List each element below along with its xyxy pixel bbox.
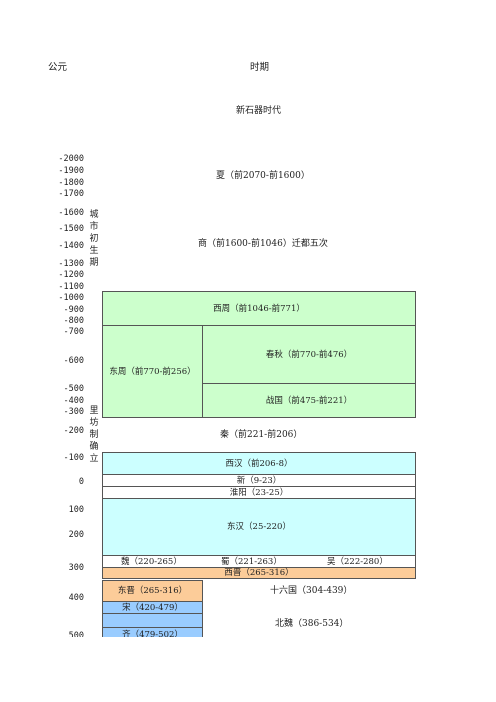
western-han-cell: 西汉（前206-8）: [102, 452, 416, 475]
year-label: -300: [63, 407, 84, 417]
period-column-header: 时期: [250, 62, 270, 73]
year-label: -900: [63, 305, 84, 315]
eastern-han-cell: 东汉（25-220）: [102, 498, 416, 556]
year-label: -200: [63, 426, 84, 436]
western-jin-cell: 西晋（265-316）: [102, 567, 416, 579]
wu-label: 吴（222-280）: [327, 556, 388, 567]
page-bottom-margin: [0, 637, 496, 702]
warring-states-cell: 战国（前475-前221）: [202, 383, 416, 418]
qin-label: 秦（前221-前206）: [220, 430, 303, 440]
year-label: -1600: [58, 208, 84, 218]
eastern-zhou-cell: 东周（前770-前256）: [102, 325, 203, 418]
western-zhou-cell: 西周（前1046-前771）: [102, 291, 416, 326]
spring-autumn-cell: 春秋（前770-前476）: [202, 325, 416, 384]
year-label: -400: [63, 396, 84, 406]
year-label: 0: [78, 477, 84, 487]
year-label: -1000: [58, 293, 84, 303]
year-label: 400: [68, 593, 84, 603]
year-label: -1700: [58, 189, 84, 199]
year-column-header: 公元: [48, 62, 68, 73]
neolithic-label: 新石器时代: [236, 106, 282, 116]
eastern-jin-cell: 东晋（265-316）: [102, 580, 203, 602]
year-label: -1500: [58, 224, 84, 234]
xia-label: 夏（前2070-前1600）: [216, 171, 310, 181]
northern-wei-label: 北魏（386-534）: [275, 619, 349, 629]
year-label: -100: [63, 453, 84, 463]
city-early-stage-label: 城 市 初 生 期: [89, 210, 99, 268]
three-kingdoms-row: 魏（220-265） 蜀（221-263） 吴（222-280）: [102, 555, 416, 568]
year-label: 500: [68, 631, 84, 641]
year-label: -1300: [58, 259, 84, 269]
year-label: 100: [68, 505, 84, 515]
year-label: -1100: [58, 282, 84, 292]
shu-label: 蜀（221-263）: [221, 556, 282, 567]
year-label: -800: [63, 316, 84, 326]
sixteen-kingdoms-label: 十六国（304-439）: [270, 586, 353, 596]
year-label: -600: [63, 356, 84, 366]
wei-label: 魏（220-265）: [121, 556, 182, 567]
year-label: 200: [68, 530, 84, 540]
year-label: -2000: [58, 154, 84, 164]
ward-system-label: 里 坊 制 确 立: [89, 406, 99, 464]
year-label: -1900: [58, 166, 84, 176]
year-label: -1200: [58, 270, 84, 280]
qi-cell: 齐（479-502）: [102, 627, 203, 640]
year-label: -500: [63, 384, 84, 394]
year-label: -700: [63, 327, 84, 337]
year-label: -1800: [58, 178, 84, 188]
shang-label: 商（前1600-前1046）迁都五次: [198, 239, 328, 249]
year-label: 300: [68, 563, 84, 573]
year-label: -1400: [58, 241, 84, 251]
song-qi-gap-cell: [102, 613, 203, 628]
